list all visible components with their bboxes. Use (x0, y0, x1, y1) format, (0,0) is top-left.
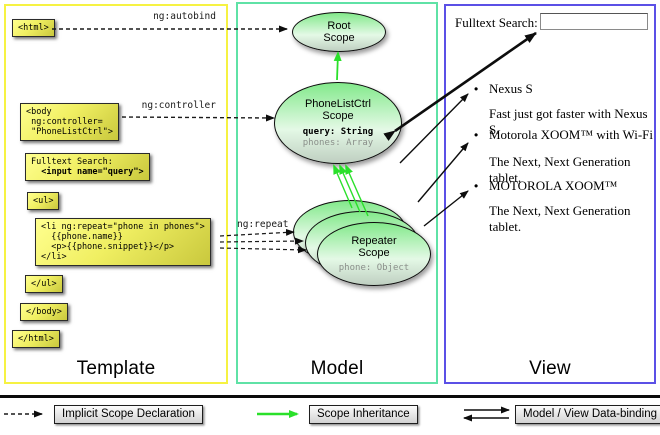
view-column-title: View (529, 358, 571, 379)
code-box-ul-open: <ul> (27, 192, 60, 210)
model-column-title: Model (310, 358, 364, 379)
legend-scope-inheritance: Scope Inheritance (309, 405, 418, 424)
code-box-body-close: </body> (20, 303, 68, 321)
ng-controller-label: ng:controller (141, 100, 216, 111)
code-box-li-repeat: <li ng:repeat="phone in phones"> {{phone… (35, 218, 211, 266)
phonelistctrl-title-line1: PhoneListCtrl (304, 97, 372, 110)
view-search-input[interactable] (540, 13, 648, 30)
view-item-snippet: The Next, Next Generation tablet. (489, 154, 631, 185)
repeater-scope-ellipse-front: Repeater Scope phone: Object (317, 222, 431, 286)
ng-repeat-label: ng:repeat (237, 219, 289, 230)
repeater-title-line2: Scope (358, 246, 390, 259)
code-box-html-open: <html> (12, 19, 55, 37)
view-search-label: Fulltext Search: (455, 15, 538, 30)
view-column-frame (444, 4, 656, 384)
phonelistctrl-scope-ellipse: PhoneListCtrl Scope query: String phones… (274, 82, 402, 164)
view-item-snippet: The Next, Next Generation tablet. (489, 203, 631, 234)
repeater-title-line1: Repeater (351, 234, 397, 247)
phonelistctrl-title-line2: Scope (322, 109, 354, 122)
phonelistctrl-prop-phones: phones: Array (302, 137, 374, 148)
bullet-icon: • (474, 82, 479, 96)
root-scope-title-line2: Scope (323, 32, 355, 44)
code-input-tag: <input name="query"> (31, 167, 144, 177)
legend-implicit-scope-declaration: Implicit Scope Declaration (54, 405, 203, 424)
code-fulltext-label: Fulltext Search: (31, 157, 113, 167)
view-item-name: MOTOROLA XOOM™ (489, 178, 618, 193)
legend-separator-line (0, 395, 660, 398)
model-column-frame (236, 2, 438, 384)
repeater-prop-phone: phone: Object (338, 262, 410, 273)
legend-double-arrow-icon (463, 406, 510, 422)
root-scope-ellipse: Root Scope (292, 12, 386, 52)
view-item-name: Motorola XOOM™ with Wi-Fi (489, 127, 654, 142)
code-box-html-close: </html> (12, 330, 60, 348)
code-box-body-open: <body ng:controller= "PhoneListCtrl"> (20, 103, 119, 141)
bullet-icon: • (474, 179, 479, 193)
code-box-ul-close: </ul> (25, 275, 63, 293)
legend-model-view-data-binding: Model / View Data-binding (515, 405, 660, 424)
code-box-fulltext: Fulltext Search: <input name="query"> (25, 153, 150, 181)
view-item-name: Nexus S (489, 81, 533, 96)
bullet-icon: • (474, 128, 479, 142)
root-scope-title-line1: Root (327, 20, 351, 32)
phonelistctrl-prop-query: query: String (302, 126, 374, 137)
ng-autobind-label: ng:autobind (153, 11, 216, 22)
template-column-title: Template (76, 358, 156, 379)
